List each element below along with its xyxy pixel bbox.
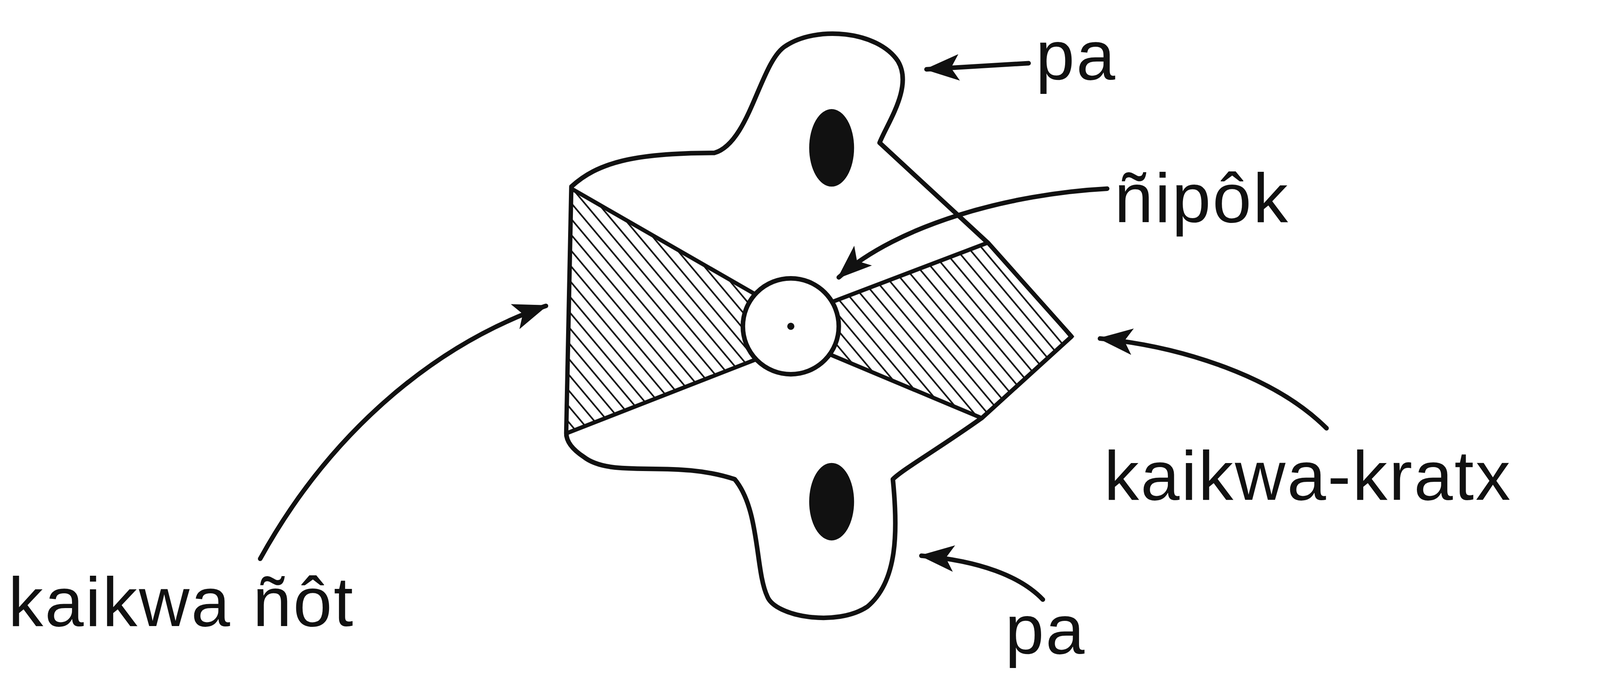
leader-arrow [838, 188, 1108, 278]
part-label: kaikwa ñôt [7, 567, 355, 638]
leader-arrow [926, 63, 1029, 70]
part-label: pa [1035, 20, 1118, 91]
outline [566, 33, 1072, 619]
hatched-area-right [816, 242, 1072, 419]
part-label: pa [1005, 594, 1087, 665]
leader-arrow [260, 306, 547, 560]
leader-arrow [921, 556, 1044, 601]
part-label: kaikwa-kratx [1104, 440, 1513, 511]
black-blob-bottom [809, 463, 854, 541]
center-post [742, 278, 839, 375]
black-blob-top [809, 109, 854, 187]
leader-arrow [1099, 338, 1327, 429]
part-label: ñipôk [1114, 163, 1290, 234]
center-dot [787, 323, 795, 331]
